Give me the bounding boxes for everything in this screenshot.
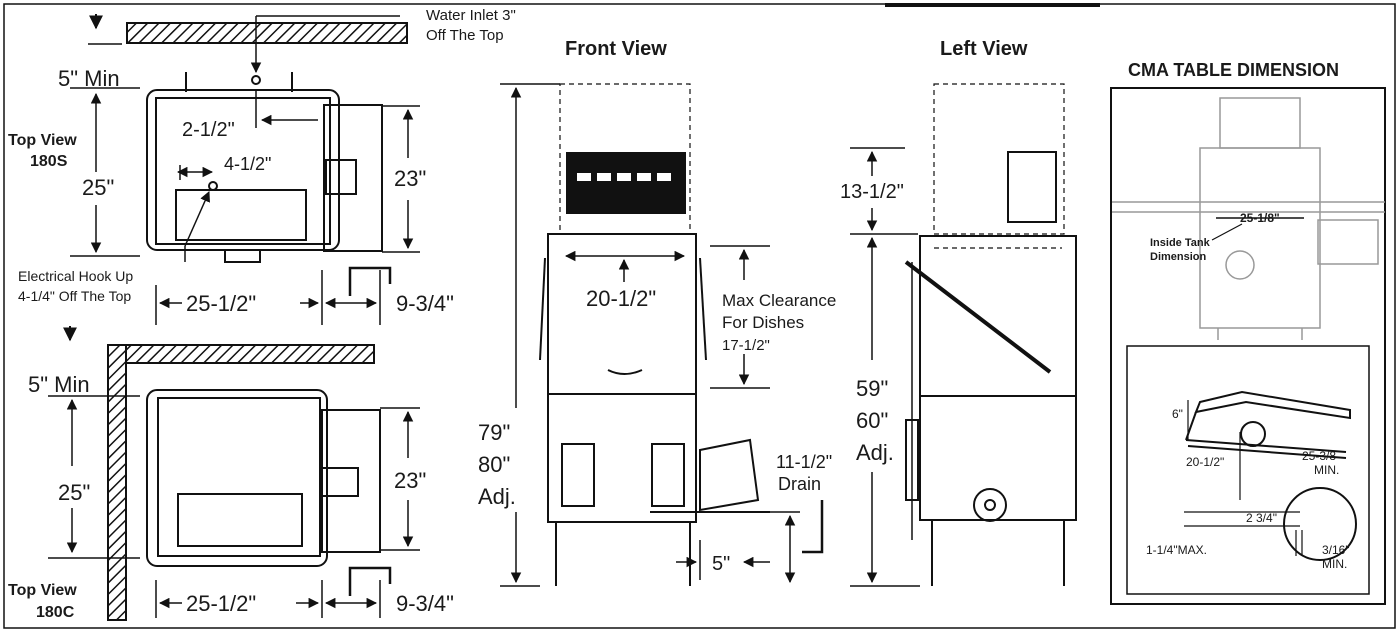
electrical-offset: 4-1/2" — [224, 154, 271, 174]
top-view-180c-title-line2: 180C — [36, 604, 75, 621]
drop: 2 3/4" — [1246, 511, 1277, 525]
left-view — [850, 83, 1077, 587]
depth-180c: 25" — [58, 480, 90, 505]
depth-180s: 25" — [82, 175, 114, 200]
top-view-180s-title-line2: 180S — [30, 153, 68, 170]
side-width-180s: 9-3/4" — [396, 291, 454, 316]
height-right-180s: 23" — [394, 166, 426, 191]
drain-line2: Drain — [778, 474, 821, 494]
electrical-line2: 4-1/4" Off The Top — [18, 288, 131, 304]
water-inlet-line1: Water Inlet 3" — [426, 7, 516, 24]
depth-b-line1: 25-3/8 — [1302, 449, 1336, 463]
front-view-title: Front View — [565, 38, 667, 60]
left-view-title: Left View — [940, 38, 1028, 60]
clearance-line3: 17-1/2" — [722, 337, 770, 354]
wall-hatch-corner-side — [107, 344, 127, 621]
top-view-180c-title-line1: Top View — [8, 582, 77, 599]
top-view-180s — [70, 14, 420, 325]
width-180c: 25-1/2" — [186, 591, 256, 616]
cma-table-panel — [1110, 87, 1386, 605]
height-right-180c: 23" — [394, 468, 426, 493]
depth-a: 20-1/2" — [1186, 455, 1224, 469]
drain-offset: 5" — [712, 553, 730, 575]
drawing-frame — [3, 3, 1396, 629]
side-width-180c: 9-3/4" — [396, 591, 454, 616]
wall-hatch-top — [126, 22, 408, 44]
min-clearance-180s: 5" Min — [58, 66, 120, 91]
min-gap-line2: MIN. — [1322, 557, 1347, 571]
door-width: 20-1/2" — [586, 286, 656, 311]
electrical-line1: Electrical Hook Up — [18, 268, 133, 284]
drain-line1: 11-1/2" — [776, 452, 832, 472]
left-height-line1: 59" — [856, 376, 888, 401]
inside-label-line1: Inside Tank — [1150, 237, 1211, 249]
top-height: 13-1/2" — [840, 181, 904, 203]
front-height-line3: Adj. — [478, 484, 516, 509]
min-gap-line1: 3/16" — [1322, 543, 1350, 557]
min-clearance-180c: 5" Min — [28, 372, 90, 397]
wall-hatch-corner-top — [107, 344, 375, 364]
top-view-180c — [48, 326, 420, 621]
front-height-line1: 79" — [478, 420, 510, 445]
cma-title: CMA TABLE DIMENSION — [1128, 60, 1339, 80]
clearance-line1: Max Clearance — [722, 291, 836, 310]
clearance-line2: For Dishes — [722, 313, 804, 332]
depth-b-line2: MIN. — [1314, 463, 1339, 477]
water-inlet-line2: Off The Top — [426, 27, 504, 44]
max-gap: 1-1/4"MAX. — [1146, 543, 1207, 557]
inside-width: 25-1/8" — [1240, 211, 1280, 225]
top-view-180s-title-line1: Top View — [8, 132, 77, 149]
left-height-line3: Adj. — [856, 440, 894, 465]
lip-height: 6" — [1172, 407, 1183, 421]
inlet-offset: 2-1/2" — [182, 119, 235, 141]
inside-label-line2: Dimension — [1150, 251, 1207, 263]
width-180s: 25-1/2" — [186, 291, 256, 316]
front-height-line2: 80" — [478, 452, 510, 477]
left-height-line2: 60" — [856, 408, 888, 433]
front-view — [500, 83, 824, 587]
